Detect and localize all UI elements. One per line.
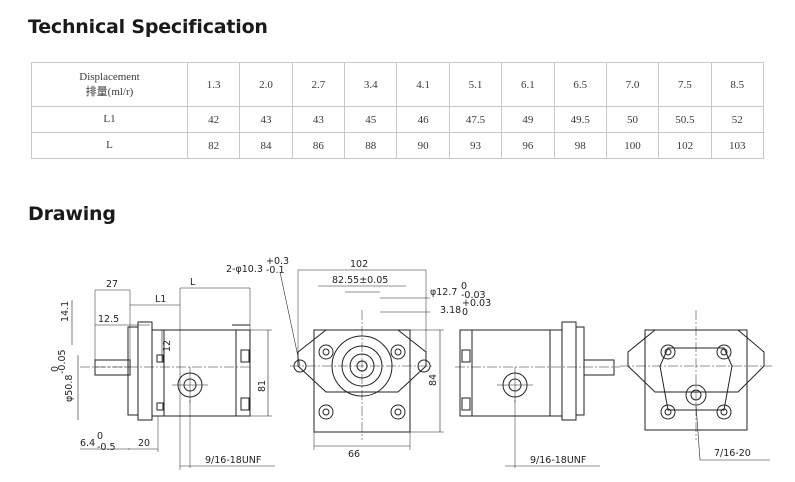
table-cell: 4.1 (396, 62, 450, 107)
table-cell: 8.5 (710, 62, 765, 107)
table-row-l1: L1 42 43 43 45 46 47.5 49 49.5 50 50.5 5… (31, 106, 765, 133)
spec-section-title: Technical Specification (28, 16, 268, 38)
table-cell: 6.1 (501, 62, 555, 107)
dim-6-4-tol-up: 0 (97, 431, 103, 442)
dim-12-7: φ12.7 (430, 287, 457, 298)
table-cell: 98 (553, 132, 607, 159)
dim-12-7-tol-dn: -0.03 (461, 290, 486, 301)
dim-66: 66 (348, 449, 360, 460)
dim-6-4: 6.4 (80, 438, 95, 449)
table-cell: 103 (710, 132, 765, 159)
table-cell: 5.1 (448, 62, 503, 107)
dim-50-8-tol-up: 0 (50, 366, 61, 372)
table-cell: 93 (448, 132, 503, 159)
table-cell: 45 (344, 106, 398, 133)
table-cell: 2.0 (239, 62, 293, 107)
table-cell: 2.7 (291, 62, 346, 107)
table-cell: 43 (291, 106, 346, 133)
thread-rear: 9/16-18UNF (530, 455, 586, 466)
table-cell: 7.5 (658, 62, 712, 107)
table-cell: 84 (239, 132, 293, 159)
table-cell: 42 (186, 106, 241, 133)
dim-3-18-tol-dn: 0 (462, 307, 468, 318)
side-view (71, 287, 275, 470)
holes-tol-dn: -0.1 (266, 265, 285, 276)
thread-back: 7/16-20 (714, 448, 751, 459)
table-cell: 90 (396, 132, 450, 159)
technical-drawing: 27 L L1 12.5 14.1 12 81 φ50.8 0 -0.05 6.… (50, 256, 772, 470)
dim-12-7-tol-up: 0 (461, 281, 467, 292)
dim-82-55: 82.55±0.05 (332, 275, 388, 286)
table-cell: 100 (605, 132, 660, 159)
dim-81: 81 (257, 380, 268, 392)
table-cell: 43 (239, 106, 293, 133)
table-cell: 47.5 (448, 106, 503, 133)
displacement-label-cn: 排量(ml/r) (85, 85, 134, 98)
dim-20: 20 (138, 438, 150, 449)
dim-12: 12 (162, 340, 173, 352)
front-view (279, 269, 444, 450)
spec-table: Displacement 排量(ml/r) 1.3 2.0 2.7 3.4 4.… (31, 62, 765, 159)
table-cell: 3.4 (344, 62, 398, 107)
dim-6-4-tol-dn: -0.5 (97, 442, 116, 453)
dim-14-1: 14.1 (60, 301, 71, 322)
thread-side: 9/16-18UNF (205, 455, 261, 466)
dim-l1: L1 (155, 294, 166, 305)
dim-84: 84 (428, 374, 439, 386)
dim-3-18: 3.18 (440, 305, 461, 316)
table-cell: 88 (344, 132, 398, 159)
table-cell: 7.0 (605, 62, 660, 107)
dim-3-18-tol-up: +0.03 (462, 298, 491, 309)
table-cell: 1.3 (186, 62, 241, 107)
table-cell: 6.5 (553, 62, 607, 107)
l1-label: L1 (31, 106, 188, 133)
dim-50-8-tol-dn: -0.05 (57, 349, 68, 374)
table-cell: 102 (658, 132, 712, 159)
dim-12-5: 12.5 (98, 314, 119, 325)
table-row-displacement: Displacement 排量(ml/r) 1.3 2.0 2.7 3.4 4.… (31, 62, 765, 107)
table-cell: 50 (605, 106, 660, 133)
table-cell: 50.5 (658, 106, 712, 133)
table-cell: 49.5 (553, 106, 607, 133)
dimension-labels: 27 L L1 12.5 14.1 12 81 φ50.8 0 -0.05 6.… (50, 256, 751, 466)
dim-50-8: φ50.8 (64, 375, 75, 402)
table-cell: 86 (291, 132, 346, 159)
rear-side-view (455, 321, 620, 468)
table-cell: 82 (186, 132, 241, 159)
drawing-section-title: Drawing (28, 203, 116, 225)
dim-102: 102 (350, 259, 368, 270)
dim-l: L (190, 277, 196, 288)
displacement-label: Displacement 排量(ml/r) (31, 62, 188, 107)
l-label: L (31, 132, 188, 159)
dim-27: 27 (106, 279, 118, 290)
table-cell: 46 (396, 106, 450, 133)
back-view (620, 310, 772, 461)
table-cell: 52 (710, 106, 765, 133)
holes-tol-up: +0.3 (266, 256, 289, 267)
holes-spec: 2-φ10.3 (226, 264, 263, 275)
displacement-label-en: Displacement (79, 70, 140, 83)
table-cell: 49 (501, 106, 555, 133)
table-cell: 96 (501, 132, 555, 159)
table-row-l: L 82 84 86 88 90 93 96 98 100 102 103 (31, 132, 765, 159)
